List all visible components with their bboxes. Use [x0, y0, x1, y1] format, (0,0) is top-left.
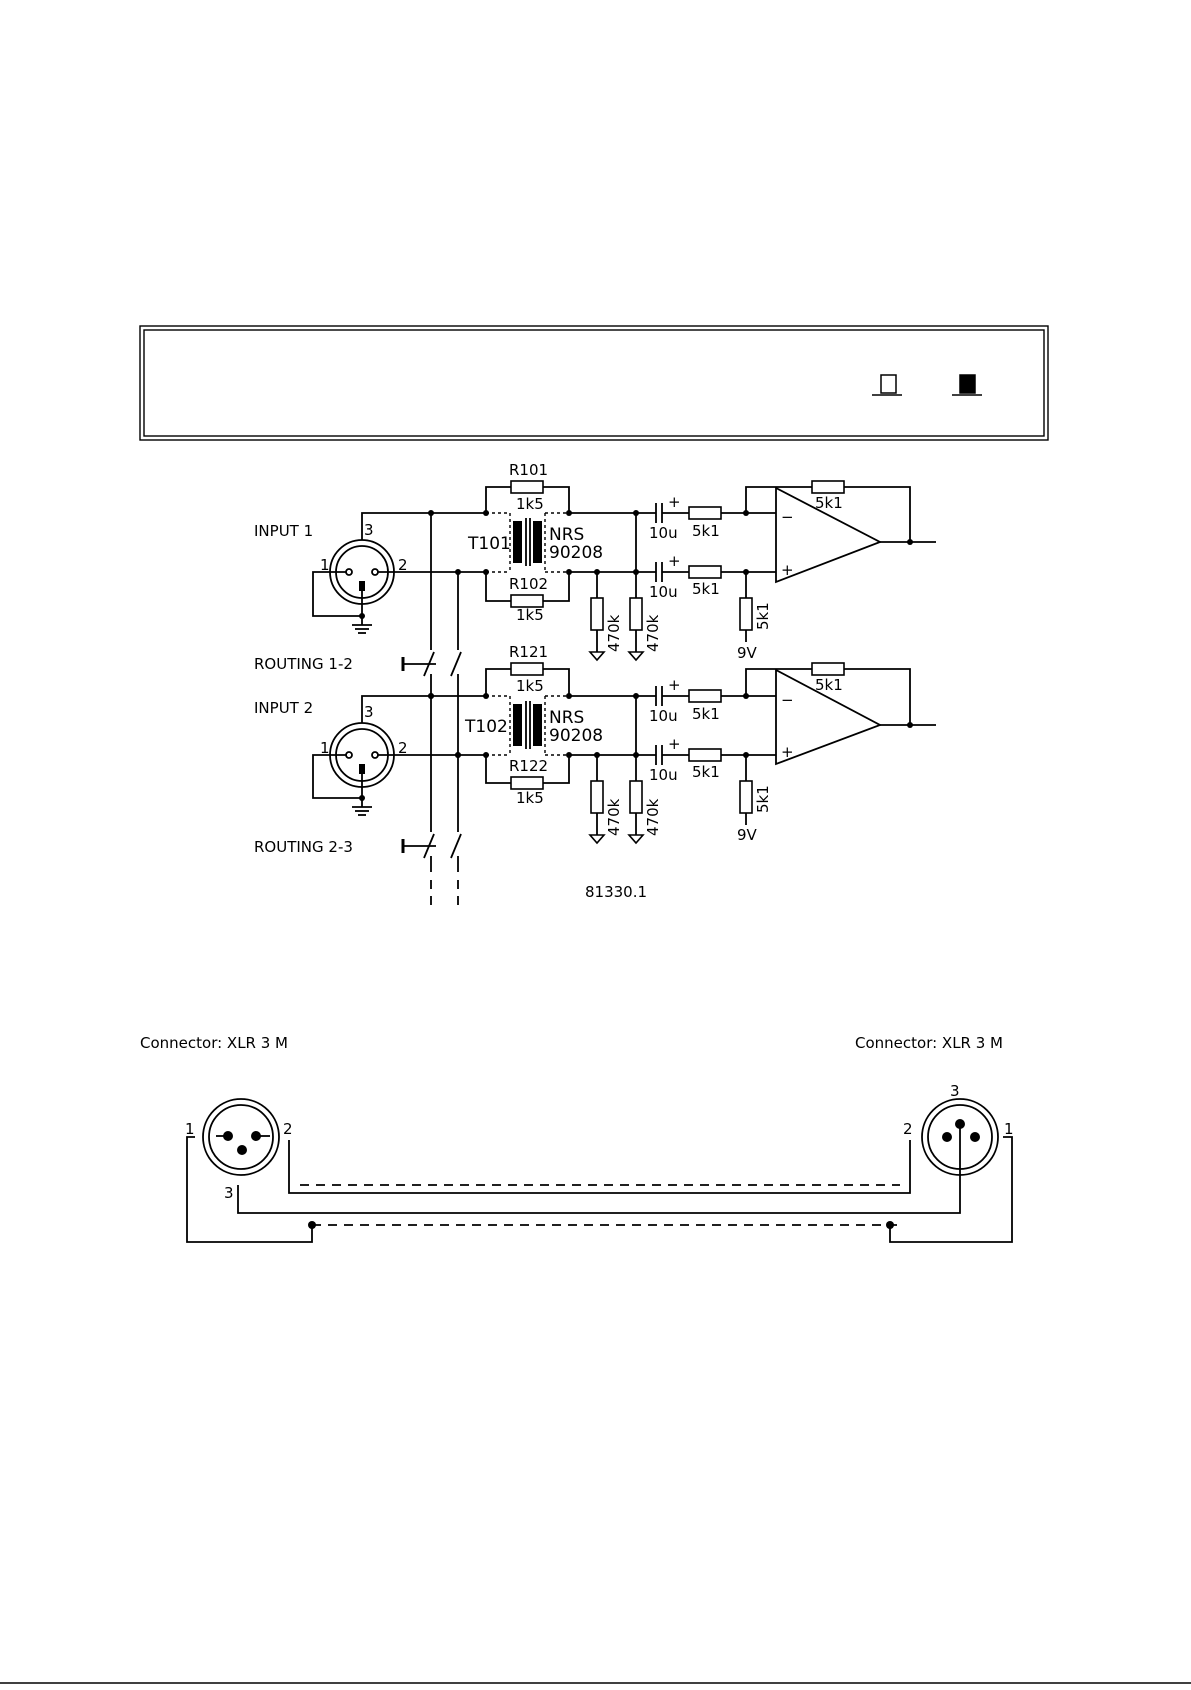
xlr-male-connector-icon [203, 1099, 279, 1175]
resistor-value: 5k1 [692, 522, 720, 540]
ground-icon [590, 652, 604, 660]
resistor-value: 5k1 [754, 785, 772, 813]
capacitor-polarity: + [668, 493, 681, 511]
transformer-label: T102 [464, 717, 508, 737]
capacitor-value: 10u [649, 583, 678, 601]
capacitor-polarity: + [668, 676, 681, 694]
input-label: INPUT 1 [254, 522, 313, 540]
routing-label: ROUTING 2-3 [254, 838, 353, 856]
capacitor-polarity: + [668, 735, 681, 753]
cable-diagram: Connector: XLR 3 M Connector: XLR 3 M 1 … [140, 1034, 1014, 1242]
capacitor-icon [656, 686, 662, 765]
resistor-value: 1k5 [516, 495, 544, 513]
resistor-label: R121 [509, 643, 548, 661]
pin-label-3: 3 [364, 703, 374, 721]
header-box [140, 326, 1048, 440]
resistor-value: 470k [605, 798, 623, 836]
opamp-input-plus: + [781, 561, 794, 579]
right-connector-label: Connector: XLR 3 M [855, 1034, 1003, 1052]
resistor-value: 5k1 [692, 580, 720, 598]
ground-icon [352, 807, 372, 815]
pin-label-1: 1 [1004, 1120, 1014, 1138]
ground-icon [629, 835, 643, 843]
resistor-label: R122 [509, 757, 548, 775]
resistor-value: 5k1 [692, 763, 720, 781]
resistor-label: R101 [509, 461, 548, 479]
switch-open-icon [872, 375, 902, 395]
capacitor-value: 10u [649, 766, 678, 784]
resistor-value: 470k [644, 798, 662, 836]
channel-1-circuit: INPUT 1 1 2 3 R101 1k5 R102 1k5 [254, 461, 936, 662]
transformer-type: NRS [549, 708, 584, 728]
resistor-value: 5k1 [692, 705, 720, 723]
resistor-value: 1k5 [516, 677, 544, 695]
transformer-label: T101 [467, 534, 511, 554]
bias-voltage: 9V [737, 644, 758, 662]
resistor-label: R102 [509, 575, 548, 593]
capacitor-value: 10u [649, 707, 678, 725]
bias-voltage: 9V [737, 826, 758, 844]
ground-icon [352, 625, 372, 633]
capacitor-polarity: + [668, 552, 681, 570]
resistor-value: 5k1 [815, 494, 843, 512]
resistor-value: 470k [605, 614, 623, 652]
ground-icon [590, 835, 604, 843]
transformer-type: NRS [549, 525, 584, 545]
resistor-value: 5k1 [815, 676, 843, 694]
pin-label-1: 1 [185, 1120, 195, 1138]
pin-label-3: 3 [224, 1184, 234, 1202]
pin-label-2: 2 [903, 1120, 913, 1138]
transformer-type: 90208 [549, 543, 603, 563]
capacitor-value: 10u [649, 524, 678, 542]
channel-2-circuit: INPUT 2 1 2 3 R121 1k5 R122 1k5 [254, 643, 936, 844]
pin-label-3: 3 [950, 1082, 960, 1100]
transformer-type: 90208 [549, 726, 603, 746]
ground-icon [629, 652, 643, 660]
opamp-input-minus: − [781, 691, 794, 709]
drawing-number: 81330.1 [585, 883, 647, 901]
pin-label-2: 2 [283, 1120, 293, 1138]
pin-label-3: 3 [364, 521, 374, 539]
resistor-value: 1k5 [516, 606, 544, 624]
input-label: INPUT 2 [254, 699, 313, 717]
resistor-value: 5k1 [754, 602, 772, 630]
opamp-input-plus: + [781, 743, 794, 761]
opamp-input-minus: − [781, 508, 794, 526]
capacitor-icon [656, 503, 662, 582]
resistor-value: 1k5 [516, 789, 544, 807]
resistor-value: 470k [644, 614, 662, 652]
switch-closed-icon [952, 375, 982, 395]
routing-label: ROUTING 1-2 [254, 655, 353, 673]
left-connector-label: Connector: XLR 3 M [140, 1034, 288, 1052]
